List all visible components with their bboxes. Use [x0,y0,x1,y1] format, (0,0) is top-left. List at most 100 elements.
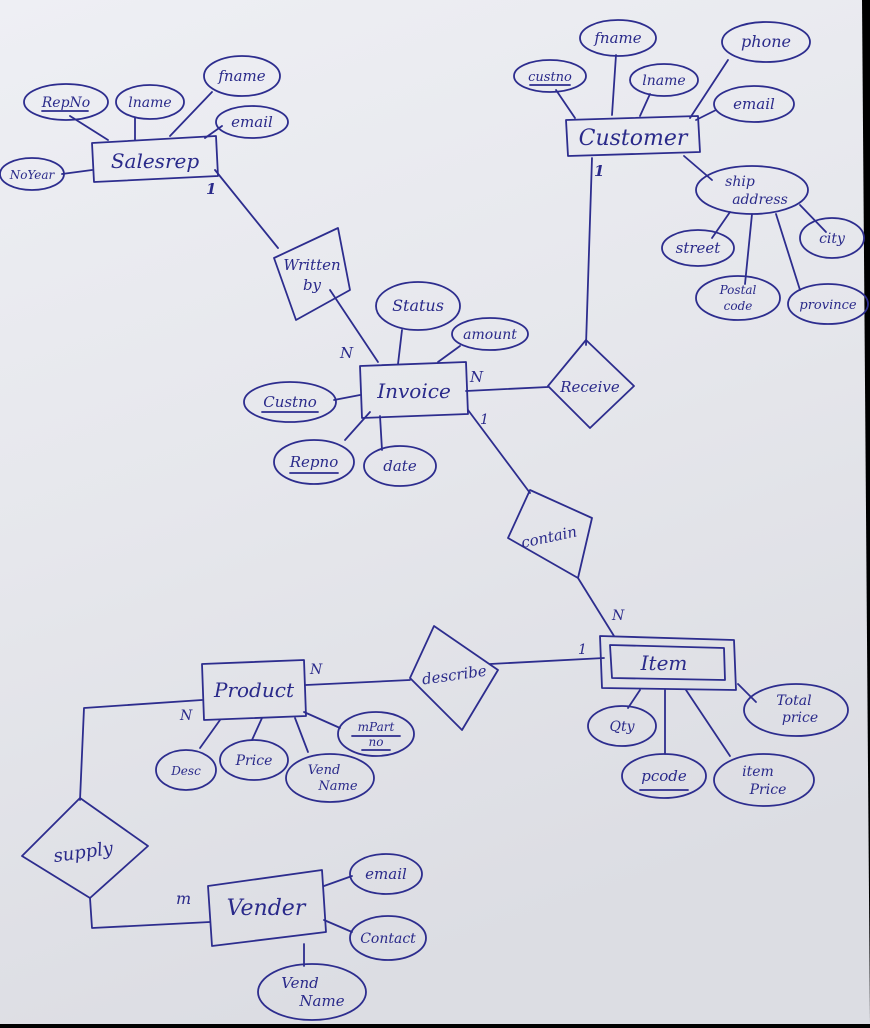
cardinality-vender-supply: m [176,889,191,908]
svg-text:Custno: Custno [263,393,317,411]
attribute-product-mpart-no: mPart no [337,711,415,757]
svg-text:item: item [742,764,774,780]
entity-product: Product [201,659,307,721]
relationship-written-by-label-2: by [303,276,322,294]
svg-text:fname: fname [593,29,641,47]
attribute-customer-lname: lname [629,63,699,97]
svg-text:date: date [383,457,417,475]
cardinality-product-supply: N [179,708,193,724]
entity-vender-label: Vender [227,896,307,921]
svg-text:phone: phone [741,32,791,51]
svg-text:Name: Name [298,992,344,1010]
svg-text:NoYear: NoYear [9,168,56,182]
attribute-vender-contact: Contact [349,915,427,961]
attribute-customer-phone: phone [721,21,811,63]
attribute-salesrep-repno: RepNo [23,83,109,121]
svg-text:email: email [365,865,407,883]
svg-text:Qty: Qty [609,719,635,735]
svg-text:address: address [732,192,788,208]
svg-text:pcode: pcode [641,767,687,785]
svg-text:city: city [819,231,846,247]
attribute-customer-city: city [799,217,865,259]
svg-text:Status: Status [392,296,444,315]
cardinality-invoice-contain: 1 [480,412,489,428]
cardinality-salesrep-written: 1 [206,180,216,198]
attribute-invoice-custno: Custno [243,381,337,423]
cardinality-invoice-written: N [339,344,354,362]
svg-text:mPart: mPart [358,720,395,734]
attribute-product-price: Price [219,739,289,781]
attribute-customer-postal-code: Postal code [695,275,781,321]
svg-text:Desc: Desc [170,764,201,778]
svg-text:Price: Price [749,782,787,798]
svg-text:email: email [733,95,775,113]
svg-text:province: province [799,298,857,313]
attribute-invoice-status: Status [375,281,461,331]
entity-vender: Vender [207,869,327,947]
entity-invoice-label: Invoice [376,379,451,403]
svg-text:code: code [724,299,753,313]
entity-item[interactable]: Item [599,635,737,691]
svg-text:Total: Total [776,693,811,709]
attribute-vender-email: email [349,853,423,895]
svg-text:no: no [369,735,384,749]
entity-customer-label: Customer [579,126,689,151]
svg-text:street: street [676,239,722,257]
cardinality-labels: 1 N 1 N 1 N 1 N N m [176,162,625,908]
cardinality-invoice-receive: N [469,368,484,386]
svg-text:fname: fname [217,67,265,85]
svg-text:RepNo: RepNo [41,95,90,111]
entity-product-label: Product [213,678,295,702]
attribute-product-desc: Desc [155,749,217,791]
attribute-invoice-amount: amount [451,317,529,351]
attribute-customer-street: street [661,229,735,267]
attribute-salesrep-noyear: NoYear [0,157,65,191]
svg-text:Contact: Contact [360,931,416,947]
attribute-invoice-date: date [363,445,437,487]
svg-text:Vend: Vend [281,974,319,992]
attribute-product-vend-name: Vend Name [285,753,375,803]
svg-text:lname: lname [128,95,171,111]
attribute-item-qty: Qty [587,705,657,747]
attribute-customer-email: email [713,85,795,123]
attribute-item-pcode: pcode [621,753,707,799]
attribute-salesrep-lname: lname [115,84,185,120]
svg-text:email: email [231,113,273,131]
attribute-vender-vend-name: Vend Name [257,963,367,1021]
svg-text:lname: lname [642,73,685,89]
entity-customer: Customer [565,115,701,157]
entity-item-label: Item [640,651,688,675]
attribute-customer-ship-address: ship address [695,165,809,215]
attribute-salesrep-email: email [215,105,289,139]
entity-invoice: Invoice [359,361,469,419]
svg-text:amount: amount [463,327,517,343]
svg-text:Price: Price [235,753,273,769]
attribute-item-price: item Price [713,753,815,807]
attribute-invoice-repno: Repno [273,439,355,485]
svg-text:price: price [782,710,818,726]
attribute-item-total-price: Total price [743,683,849,737]
attribute-customer-custno: custno [513,59,587,93]
svg-text:ship: ship [725,174,755,190]
cardinality-item-contain: N [611,608,625,624]
svg-text:Repno: Repno [289,453,338,471]
attribute-salesrep-fname: fname [203,55,281,97]
attribute-customer-fname: fname [579,19,657,57]
relationship-written-by-label-1: Written [283,256,340,274]
entity-salesrep: Salesrep [91,135,219,183]
cardinality-customer-receive: 1 [594,162,604,180]
relationship-written-by: Written by [273,227,351,321]
svg-text:custno: custno [528,70,572,85]
attribute-customer-province: province [787,283,869,325]
entity-salesrep-label: Salesrep [111,149,200,173]
connector-lines [61,54,827,967]
svg-text:Vend: Vend [308,763,341,778]
cardinality-product-describe: N [309,662,323,678]
cardinality-item-describe: 1 [578,642,587,658]
svg-text:Name: Name [317,779,357,794]
svg-text:Postal: Postal [719,283,757,297]
relationship-receive: Receive [547,339,635,429]
